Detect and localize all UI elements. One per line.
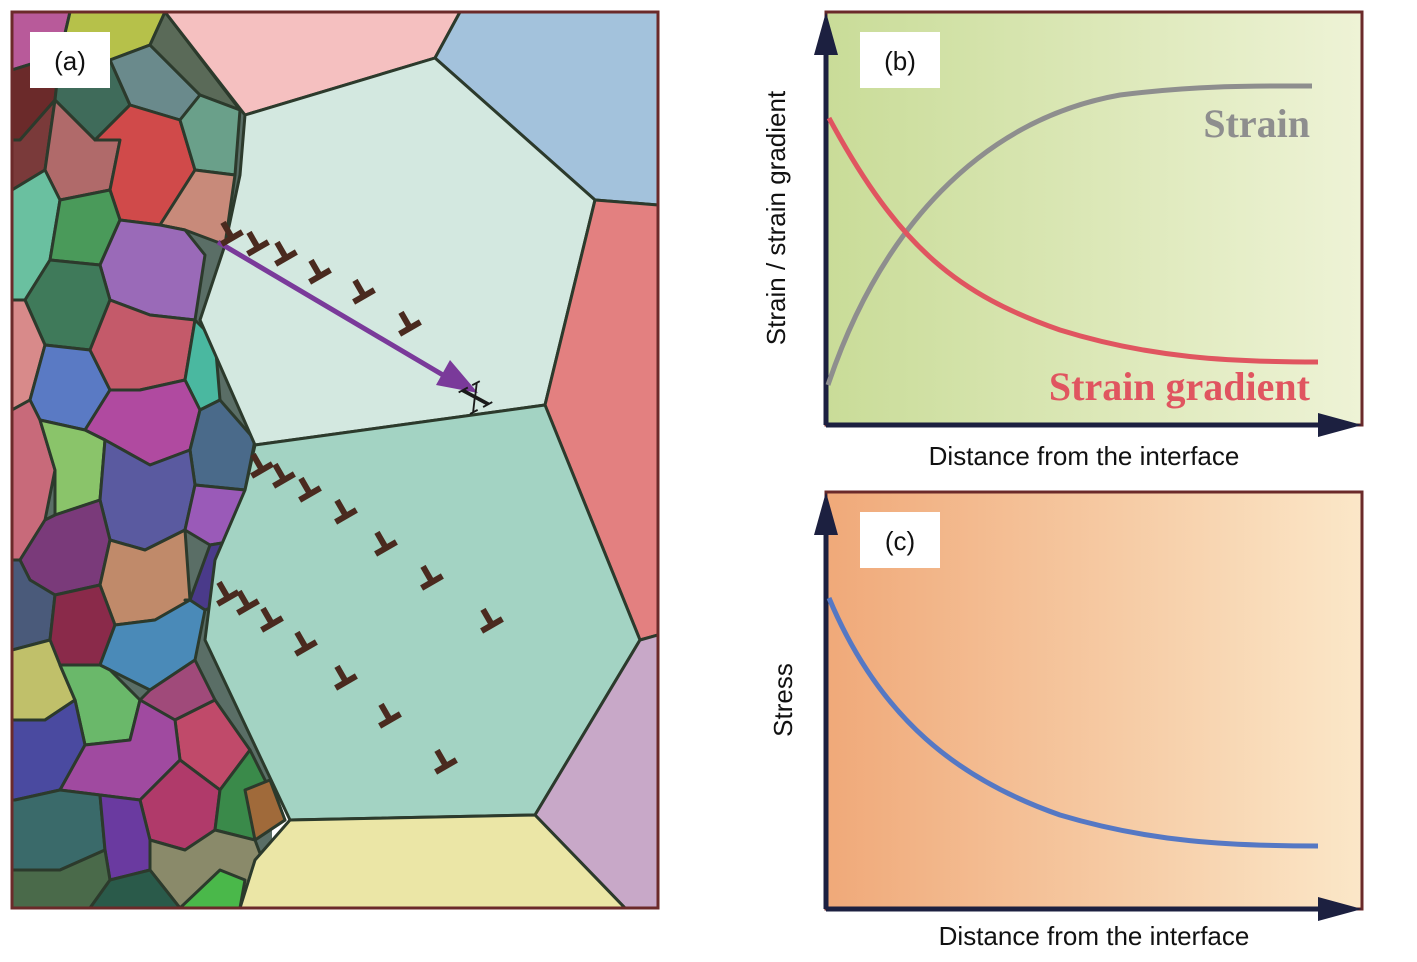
dislocation-symbol <box>352 278 376 305</box>
dislocation-symbol <box>378 702 402 729</box>
dislocation-symbol <box>308 258 332 285</box>
panel-b-y-arrowhead <box>814 12 838 55</box>
dislocation-symbol <box>272 462 296 489</box>
strain-curve-label: Strain <box>1203 101 1310 146</box>
panel-b-label-box <box>860 32 940 88</box>
slip-direction-arrow <box>216 239 478 393</box>
dislocation-symbol <box>434 748 458 775</box>
fine-grains <box>12 12 287 908</box>
panel-b-y-axis-title: Strain / strain gradient <box>761 90 791 345</box>
dislocation-symbol <box>274 240 298 267</box>
panel-b-x-axis-title: Distance from the interface <box>929 441 1240 471</box>
dislocation-symbol <box>298 476 322 503</box>
dislocation-symbol <box>260 606 284 633</box>
panel-a-label: (a) <box>54 46 86 76</box>
grain-structure-panel: X (a) <box>10 10 660 910</box>
panel-c-plot-area <box>824 490 1364 911</box>
dislocation-symbol <box>246 230 270 257</box>
dislocation-symbol <box>334 498 358 525</box>
dislocation-symbol <box>236 589 260 616</box>
panel-b-x-arrowhead <box>1318 413 1362 437</box>
dislocation-symbol <box>334 664 358 691</box>
panel-c-x-arrowhead <box>1318 897 1362 921</box>
dislocation-symbol <box>398 310 422 337</box>
coarse-grains <box>163 12 658 908</box>
panel-a-frame <box>10 10 660 910</box>
panel-c-y-axis-title: Stress <box>768 663 798 737</box>
stress-curve <box>826 597 1319 849</box>
panel-b-plot-area <box>824 10 1364 427</box>
panel-c-x-axis-title: Distance from the interface <box>939 921 1250 951</box>
strain-curve <box>825 83 1313 386</box>
dislocation-symbol <box>216 580 240 607</box>
panel-c-label: (c) <box>885 526 915 556</box>
dislocation-pileups <box>216 220 504 775</box>
panel-b-label: (b) <box>884 46 916 76</box>
panel-a-label-box <box>30 32 110 88</box>
panel-c-label-box <box>860 512 940 568</box>
dislocation-symbol <box>250 452 274 479</box>
dislocation-symbol <box>480 607 504 634</box>
strain-gradient-curve-label: Strain gradient <box>1049 364 1311 409</box>
dislocation-symbol <box>374 530 398 557</box>
dislocation-symbol <box>220 220 244 247</box>
panel-c-y-arrowhead <box>814 492 838 535</box>
dislocation-symbol <box>420 564 444 591</box>
strain-gradient-curve <box>826 116 1319 365</box>
dislocation-symbol <box>294 630 318 657</box>
